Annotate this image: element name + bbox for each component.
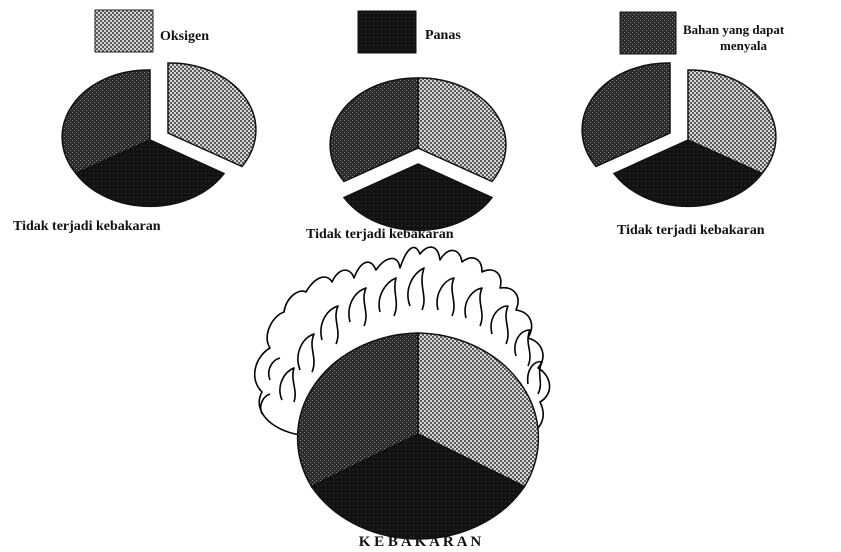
pie-oxygen-removed: [62, 63, 256, 206]
legend-item-oxygen: Oksigen: [95, 10, 209, 52]
pie3-fuel-slice: [582, 63, 670, 167]
fuel-swatch: [620, 12, 676, 54]
pie-fire: [298, 333, 539, 539]
pie-heat-removed: [330, 78, 506, 230]
pie2-fuel-slice: [330, 78, 418, 182]
legend-fuel-label-line1: Bahan yang dapat: [683, 22, 785, 37]
pie1-oxygen-slice: [168, 63, 256, 167]
legend-item-heat: Panas: [358, 11, 461, 53]
legend: Oksigen Panas Bahan yang dapat menyala: [95, 10, 785, 54]
pie-fuel-removed: [582, 63, 776, 206]
oxygen-swatch: [95, 10, 153, 52]
pie1-caption: Tidak terjadi kebakaran: [13, 219, 161, 234]
legend-fuel-label-line2: menyala: [720, 38, 767, 53]
legend-oxygen-label: Oksigen: [160, 29, 209, 44]
fire-caption: K E B A K A R A N: [359, 534, 482, 550]
heat-swatch: [358, 11, 416, 53]
pie2-heat-slice: [344, 164, 492, 230]
legend-heat-label: Panas: [425, 28, 461, 43]
legend-item-fuel: Bahan yang dapat menyala: [620, 12, 785, 54]
pie3-caption: Tidak terjadi kebakaran: [617, 223, 765, 238]
pie2-oxygen-slice: [418, 78, 506, 182]
pie2-caption: Tidak terjadi kebakaran: [306, 227, 454, 242]
